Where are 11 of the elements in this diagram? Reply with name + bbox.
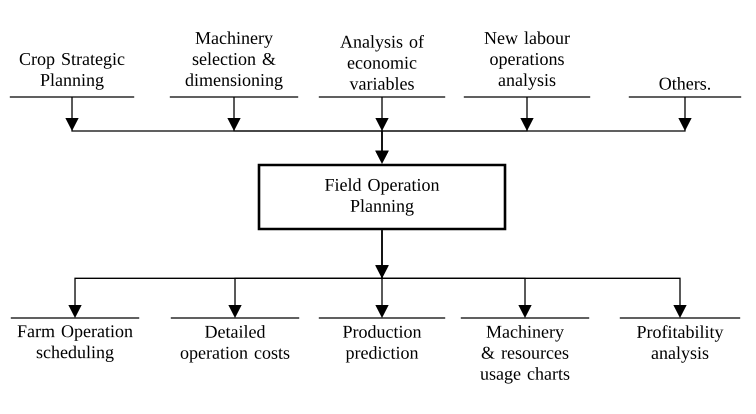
overlined-label: Detailed operation costs [170, 317, 300, 362]
overlined-label: Production prediction [318, 317, 446, 362]
overlined-label: Machinery & resources usage charts [460, 317, 590, 384]
underlined-label: Analysis of economic variables [318, 34, 446, 98]
process-box: Field Operation Planning [258, 164, 506, 230]
underlined-label: New labour operations analysis [464, 31, 590, 98]
overlined-label: Profitability analysis [620, 317, 740, 363]
overlined-label: Farm Operation scheduling [10, 317, 140, 362]
underlined-label: Crop Strategic Planning [10, 53, 134, 98]
underlined-label: Machinery selection & dimensioning [170, 31, 298, 98]
underlined-label: Others. [628, 77, 742, 98]
